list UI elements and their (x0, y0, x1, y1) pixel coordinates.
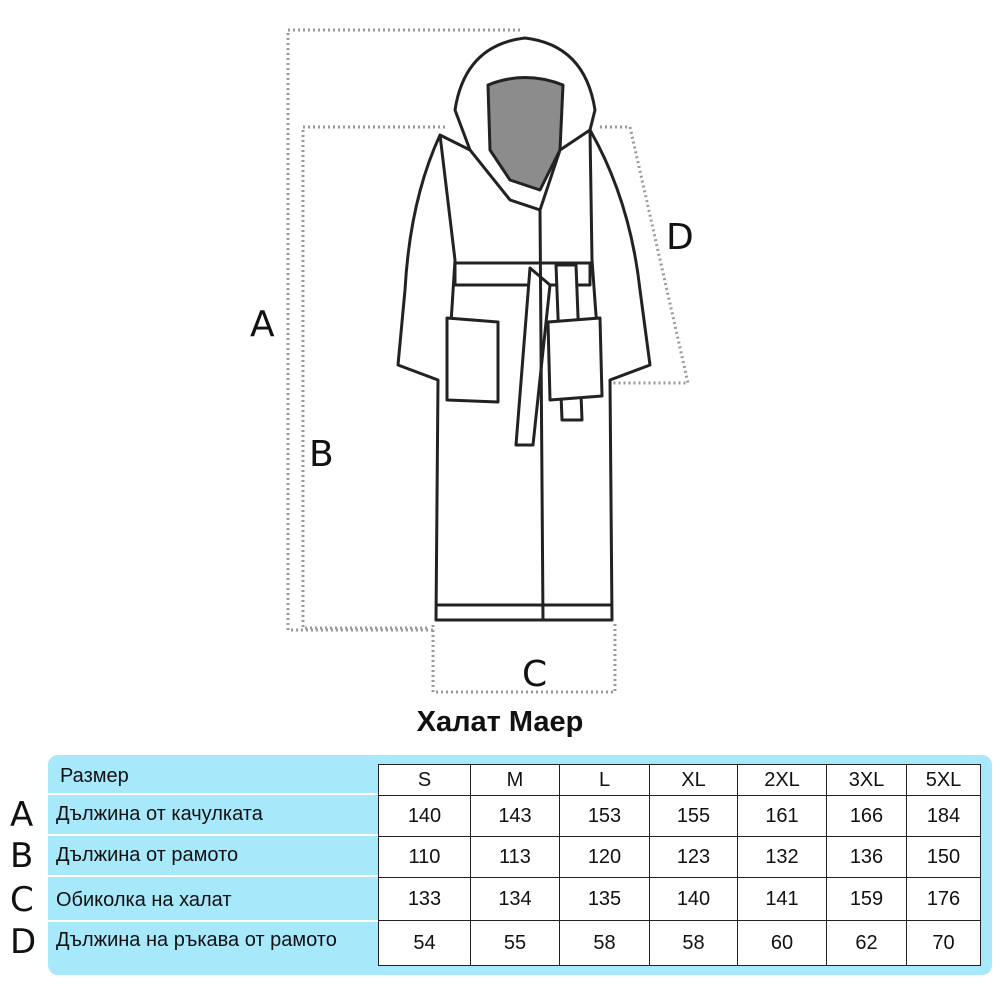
size-header: XL (649, 764, 738, 796)
cell: 176 (906, 877, 981, 921)
divider (48, 920, 378, 922)
right-pocket (546, 316, 604, 402)
cell: 55 (470, 920, 560, 966)
header-row: S M L XL 2XL 3XL 5XL (378, 764, 981, 796)
guide-d (600, 125, 690, 385)
row-letter-c: C (10, 880, 34, 920)
cell: 60 (737, 920, 827, 966)
cell: 166 (826, 795, 907, 837)
front-opening (538, 209, 545, 621)
size-header: 5XL (906, 764, 981, 796)
robe-outline (396, 36, 652, 622)
cell: 184 (906, 795, 981, 837)
label-c: C (522, 654, 548, 695)
label-d: D (666, 217, 694, 258)
table-row: 133 134 135 140 141 159 176 (378, 877, 981, 921)
row-label: Дължина от рамото (56, 844, 239, 866)
size-header: M (470, 764, 560, 796)
size-header: 2XL (737, 764, 827, 796)
row-label: Дължина от качулката (56, 803, 263, 825)
cell: 136 (826, 836, 907, 878)
cell: 132 (737, 836, 827, 878)
cell: 140 (649, 877, 738, 921)
size-header-label: Размер (60, 765, 129, 787)
cell: 153 (559, 795, 650, 837)
divider (48, 793, 378, 795)
cell: 110 (378, 836, 471, 878)
row-label: Дължина на ръкава от рамото (56, 929, 337, 951)
cell: 135 (559, 877, 650, 921)
cell: 143 (470, 795, 560, 837)
row-letter-b: B (10, 836, 34, 876)
cell: 120 (559, 836, 650, 878)
cell: 70 (906, 920, 981, 966)
cell: 133 (378, 877, 471, 921)
guide-a (286, 28, 520, 632)
guide-b (301, 125, 445, 630)
row-label: Обиколка на халат (56, 889, 232, 911)
measurement-guides (286, 28, 690, 694)
label-b: B (309, 434, 334, 475)
row-letter-a: A (10, 795, 34, 835)
table-row: 140 143 153 155 161 166 184 (378, 795, 981, 837)
table-row: 110 113 120 123 132 136 150 (378, 836, 981, 878)
row-letter-d: D (10, 922, 37, 962)
cell: 134 (470, 877, 560, 921)
divider (48, 875, 378, 877)
hood-lining (486, 76, 565, 192)
cell: 161 (737, 795, 827, 837)
cell: 140 (378, 795, 471, 837)
label-a: A (250, 304, 275, 345)
cell: 155 (649, 795, 738, 837)
cell: 54 (378, 920, 471, 966)
cell: 123 (649, 836, 738, 878)
robe-diagram (286, 28, 690, 694)
cell: 141 (737, 877, 827, 921)
cell: 113 (470, 836, 560, 878)
cell: 62 (826, 920, 907, 966)
cell: 159 (826, 877, 907, 921)
divider (48, 834, 378, 836)
cell: 58 (649, 920, 738, 966)
size-header: 3XL (826, 764, 907, 796)
size-table: S M L XL 2XL 3XL 5XL 140 143 153 155 161… (378, 764, 981, 966)
cell: 150 (906, 836, 981, 878)
size-header: L (559, 764, 650, 796)
cell: 58 (559, 920, 650, 966)
size-header: S (378, 764, 471, 796)
left-pocket (445, 316, 500, 404)
product-title: Халат Маер (416, 706, 584, 738)
table-row: 54 55 58 58 60 62 70 (378, 920, 981, 966)
